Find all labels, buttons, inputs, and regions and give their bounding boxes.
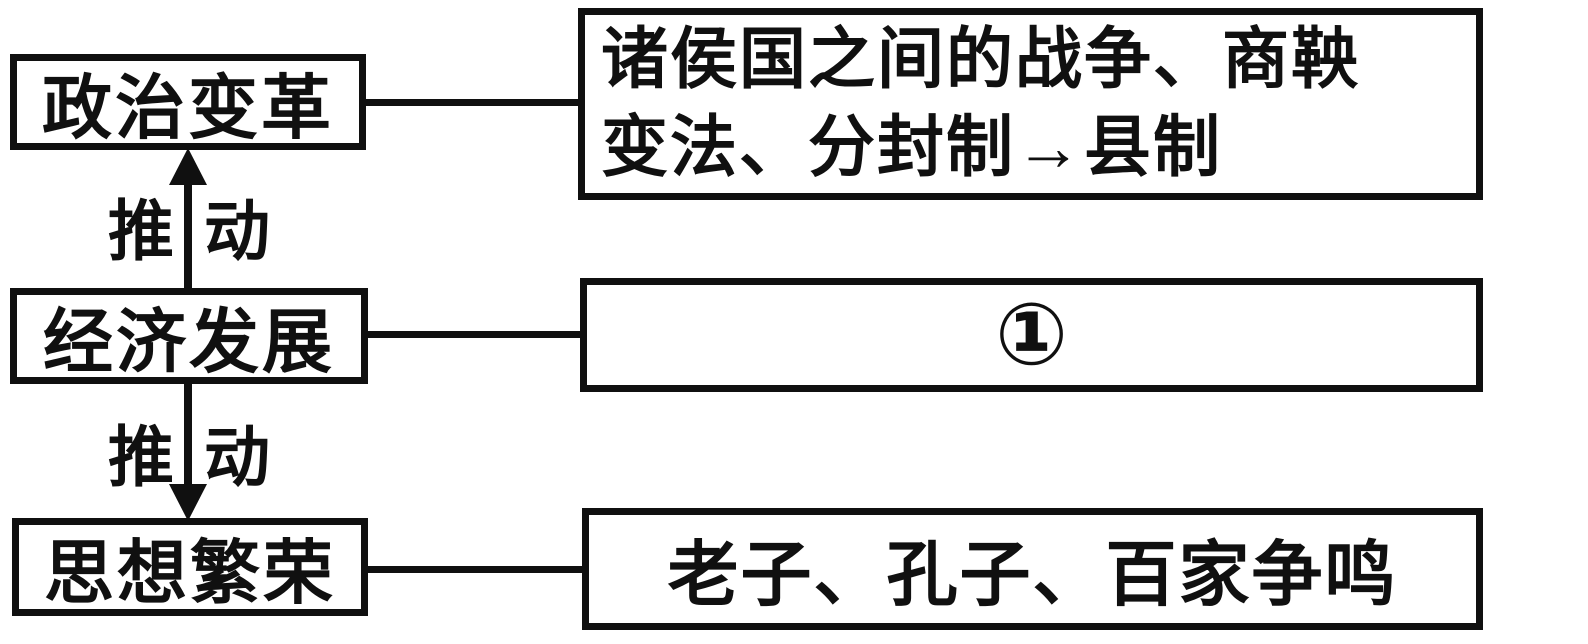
arrow-up-line (184, 182, 192, 290)
connector-economic-row (364, 331, 582, 338)
box-economic-development-label: 经济发展 (43, 302, 335, 381)
arrow-down-line (184, 382, 192, 486)
promote-label-lower-left: 推 (108, 420, 174, 494)
connector-political-row (362, 99, 580, 106)
box-political-examples: 诸侯国之间的战争、商鞅 变法、分封制→县制 (578, 8, 1483, 200)
box-ideological-prosperity: 思想繁荣 (12, 518, 368, 616)
box-political-reform: 政治变革 (10, 54, 366, 150)
connector-ideology-row (364, 566, 584, 573)
box-political-examples-label: 诸侯国之间的战争、商鞅 变法、分封制→县制 (601, 22, 1360, 185)
box-thinkers-examples-label: 老子、孔子、百家争鸣 (667, 536, 1398, 615)
arrow-down-head-icon (169, 484, 207, 521)
box-ideological-prosperity-label: 思想繁荣 (44, 533, 336, 612)
box-economic-development: 经济发展 (10, 288, 368, 384)
promote-label-upper-left: 推 (108, 194, 174, 268)
promote-label-lower-right: 动 (204, 420, 270, 494)
box-blank-circled-one: ① (580, 278, 1483, 392)
box-thinkers-examples: 老子、孔子、百家争鸣 (582, 508, 1483, 630)
circled-one-label: ① (995, 287, 1068, 383)
box-political-reform-label: 政治变革 (42, 68, 334, 147)
promote-label-upper-right: 动 (204, 194, 270, 268)
arrow-up-head-icon (169, 148, 207, 185)
